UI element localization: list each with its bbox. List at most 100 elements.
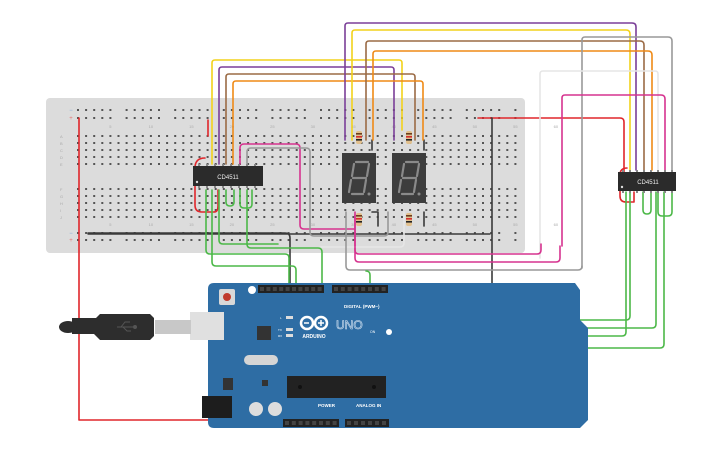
breadboard-hole[interactable] (190, 202, 193, 204)
breadboard-hole[interactable] (85, 202, 88, 204)
wire-gray[interactable] (246, 147, 389, 237)
breadboard-hole[interactable] (295, 232, 298, 234)
breadboard-hole[interactable] (222, 202, 225, 204)
breadboard-hole[interactable] (93, 142, 96, 144)
breadboard-hole[interactable] (376, 209, 379, 211)
breadboard-hole[interactable] (449, 163, 452, 165)
breadboard-hole[interactable] (392, 216, 395, 218)
breadboard-hole[interactable] (336, 149, 339, 151)
breadboard-hole[interactable] (473, 156, 476, 158)
breadboard-hole[interactable] (271, 239, 274, 241)
header-pin[interactable] (311, 287, 316, 291)
breadboard-hole[interactable] (158, 109, 160, 111)
breadboard-hole[interactable] (328, 163, 331, 165)
breadboard-hole[interactable] (433, 188, 436, 190)
breadboard-hole[interactable] (77, 135, 79, 137)
breadboard-hole[interactable] (482, 163, 484, 165)
breadboard-hole[interactable] (506, 216, 509, 218)
breadboard-hole[interactable] (109, 142, 112, 144)
breadboard-hole[interactable] (384, 142, 387, 144)
breadboard-hole[interactable] (482, 109, 484, 111)
breadboard-hole[interactable] (368, 109, 371, 111)
breadboard-hole[interactable] (109, 209, 112, 211)
breadboard-hole[interactable] (279, 195, 282, 197)
breadboard-hole[interactable] (498, 216, 501, 218)
breadboard-hole[interactable] (465, 195, 468, 197)
breadboard-hole[interactable] (336, 117, 339, 119)
breadboard-hole[interactable] (133, 195, 136, 197)
breadboard-hole[interactable] (255, 216, 258, 218)
breadboard-hole[interactable] (449, 117, 452, 119)
breadboard-hole[interactable] (425, 117, 428, 119)
breadboard-hole[interactable] (174, 209, 177, 211)
breadboard-hole[interactable] (287, 188, 290, 190)
breadboard-hole[interactable] (255, 117, 258, 119)
breadboard-hole[interactable] (198, 188, 201, 190)
breadboard-hole[interactable] (263, 149, 266, 151)
breadboard-hole[interactable] (133, 163, 136, 165)
header-pin[interactable] (305, 421, 310, 425)
breadboard-hole[interactable] (287, 142, 290, 144)
breadboard-hole[interactable] (174, 195, 177, 197)
breadboard-hole[interactable] (117, 195, 120, 197)
breadboard-hole[interactable] (514, 195, 517, 197)
breadboard-hole[interactable] (482, 239, 484, 241)
breadboard-hole[interactable] (158, 135, 160, 137)
breadboard-hole[interactable] (352, 232, 355, 234)
breadboard-hole[interactable] (514, 209, 517, 211)
breadboard-hole[interactable] (166, 135, 169, 137)
breadboard-hole[interactable] (392, 209, 395, 211)
breadboard[interactable]: 5510101515202025253030353540404545505055… (46, 98, 559, 253)
breadboard-hole[interactable] (384, 232, 387, 234)
breadboard-hole[interactable] (498, 149, 501, 151)
breadboard-hole[interactable] (198, 239, 201, 241)
resistor[interactable] (406, 131, 412, 144)
breadboard-hole[interactable] (465, 232, 468, 234)
breadboard-hole[interactable] (473, 109, 476, 111)
breadboard-hole[interactable] (441, 232, 444, 234)
breadboard-hole[interactable] (490, 188, 493, 190)
breadboard-hole[interactable] (174, 117, 177, 119)
breadboard-hole[interactable] (433, 202, 436, 204)
breadboard-hole[interactable] (336, 232, 339, 234)
breadboard-hole[interactable] (101, 109, 104, 111)
breadboard-hole[interactable] (214, 156, 217, 158)
wire-green-r-jumper[interactable] (657, 191, 673, 217)
breadboard-hole[interactable] (239, 239, 241, 241)
breadboard-hole[interactable] (206, 239, 209, 241)
breadboard-hole[interactable] (311, 135, 314, 137)
breadboard-hole[interactable] (206, 156, 209, 158)
breadboard-hole[interactable] (149, 209, 152, 211)
breadboard-hole[interactable] (449, 142, 452, 144)
breadboard-hole[interactable] (190, 163, 193, 165)
breadboard-hole[interactable] (311, 195, 314, 197)
breadboard-hole[interactable] (384, 216, 387, 218)
header-pin[interactable] (298, 421, 303, 425)
breadboard-hole[interactable] (441, 188, 444, 190)
breadboard-hole[interactable] (149, 135, 152, 137)
breadboard-hole[interactable] (417, 216, 420, 218)
breadboard-hole[interactable] (125, 117, 128, 119)
breadboard-hole[interactable] (457, 163, 460, 165)
breadboard-hole[interactable] (109, 109, 112, 111)
breadboard-hole[interactable] (190, 239, 193, 241)
breadboard-hole[interactable] (85, 117, 88, 119)
breadboard-hole[interactable] (77, 149, 79, 151)
breadboard-hole[interactable] (441, 117, 444, 119)
breadboard-hole[interactable] (352, 142, 355, 144)
breadboard-hole[interactable] (230, 156, 233, 158)
breadboard-hole[interactable] (174, 135, 177, 137)
breadboard-hole[interactable] (166, 188, 169, 190)
wire-red-right[interactable] (477, 117, 625, 173)
breadboard-hole[interactable] (198, 156, 201, 158)
breadboard-hole[interactable] (239, 216, 241, 218)
breadboard-hole[interactable] (109, 239, 112, 241)
breadboard-hole[interactable] (133, 135, 136, 137)
breadboard-hole[interactable] (149, 149, 152, 151)
breadboard-hole[interactable] (490, 109, 493, 111)
breadboard-hole[interactable] (384, 135, 387, 137)
breadboard-hole[interactable] (384, 156, 387, 158)
breadboard-hole[interactable] (149, 156, 152, 158)
wire-green-jumper[interactable] (239, 189, 253, 209)
breadboard-hole[interactable] (101, 117, 104, 119)
